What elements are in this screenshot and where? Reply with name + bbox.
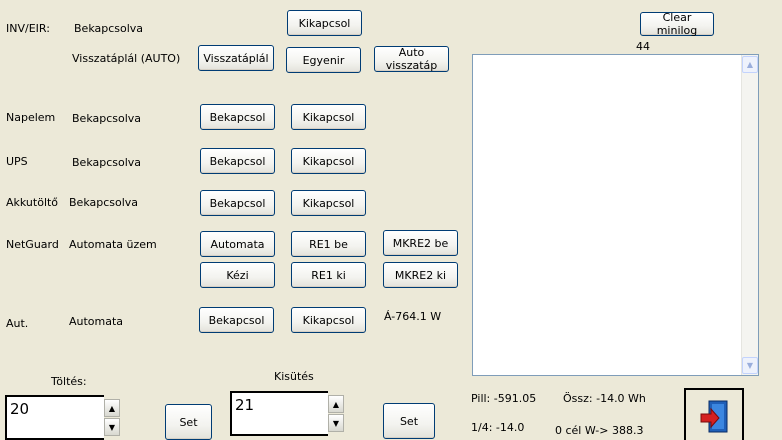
ups-on-button[interactable]: Bekapcsol bbox=[200, 148, 275, 174]
spin-down-icon[interactable]: ▼ bbox=[328, 414, 344, 432]
spin-up-icon[interactable]: ▲ bbox=[104, 399, 120, 417]
scroll-down-icon[interactable]: ▼ bbox=[742, 357, 758, 374]
napelem-label: Napelem bbox=[6, 111, 56, 124]
stat-pill: Pill: -591.05 bbox=[471, 392, 537, 405]
inv-sub-status: Visszatáplál (AUTO) bbox=[72, 52, 181, 65]
discharge-stepper[interactable]: ▲ ▼ bbox=[328, 391, 344, 436]
minilog-list[interactable]: ▲ ▼ bbox=[472, 54, 759, 376]
re1-off-button[interactable]: RE1 ki bbox=[291, 262, 366, 288]
inv-off-button[interactable]: Kikapcsol bbox=[287, 10, 362, 36]
inv-status: Bekapcsolva bbox=[74, 22, 144, 35]
netguard-manual-button[interactable]: Kézi bbox=[200, 262, 275, 288]
napelem-off-button[interactable]: Kikapcsol bbox=[291, 104, 366, 130]
discharge-input[interactable]: 21 bbox=[230, 391, 328, 436]
charge-input[interactable]: 20 bbox=[5, 395, 104, 440]
akku-on-button[interactable]: Bekapcsol bbox=[200, 190, 275, 216]
exit-door-icon bbox=[700, 400, 728, 433]
discharge-value: 21 bbox=[235, 396, 255, 414]
stat-quarter: 1/4: -14.0 bbox=[471, 421, 525, 434]
aut-off-button[interactable]: Kikapcsol bbox=[291, 307, 366, 333]
spin-up-icon[interactable]: ▲ bbox=[328, 395, 344, 413]
aut-status: Automata bbox=[69, 315, 124, 328]
akku-status: Bekapcsolva bbox=[69, 196, 139, 209]
akku-off-button[interactable]: Kikapcsol bbox=[291, 190, 366, 216]
inv-feed-button[interactable]: Visszatáplál bbox=[198, 45, 274, 71]
netguard-auto-button[interactable]: Automata bbox=[200, 231, 275, 257]
minilog-count: 44 bbox=[636, 40, 650, 53]
inv-auto-feed-button[interactable]: Auto visszatáp bbox=[374, 46, 449, 72]
clear-minilog-button[interactable]: Clear minilog bbox=[640, 11, 714, 37]
aut-label: Aut. bbox=[6, 317, 29, 330]
ups-label: UPS bbox=[6, 155, 28, 168]
aut-reading: Á-764.1 W bbox=[384, 310, 442, 323]
scroll-up-icon[interactable]: ▲ bbox=[742, 56, 758, 73]
aut-on-button[interactable]: Bekapcsol bbox=[199, 307, 274, 333]
charge-label: Töltés: bbox=[51, 375, 87, 388]
napelem-status: Bekapcsolva bbox=[72, 112, 142, 125]
discharge-set-button[interactable]: Set bbox=[383, 403, 435, 439]
discharge-label: Kisütés bbox=[274, 370, 314, 383]
inv-label: INV/EIR: bbox=[6, 22, 50, 35]
charge-value: 20 bbox=[10, 400, 30, 418]
ups-status: Bekapcsolva bbox=[72, 156, 142, 169]
spin-down-icon[interactable]: ▼ bbox=[104, 418, 120, 436]
netguard-label: NetGuard bbox=[6, 238, 59, 251]
re1-on-button[interactable]: RE1 be bbox=[291, 231, 366, 257]
charge-stepper[interactable]: ▲ ▼ bbox=[104, 395, 120, 440]
stat-ossz: Össz: -14.0 Wh bbox=[563, 392, 646, 405]
netguard-status: Automata üzem bbox=[69, 238, 157, 251]
napelem-on-button[interactable]: Bekapcsol bbox=[200, 104, 275, 130]
exit-button[interactable] bbox=[684, 388, 744, 440]
mkre2-off-button[interactable]: MKRE2 ki bbox=[383, 262, 458, 288]
minilog-scrollbar[interactable]: ▲ ▼ bbox=[741, 55, 758, 375]
inv-direct-button[interactable]: Egyenir bbox=[286, 47, 361, 73]
mkre2-on-button[interactable]: MKRE2 be bbox=[383, 230, 458, 256]
ups-off-button[interactable]: Kikapcsol bbox=[291, 148, 366, 174]
akku-label: Akkutöltő bbox=[6, 196, 59, 209]
charge-set-button[interactable]: Set bbox=[165, 404, 212, 440]
stat-target: 0 cél W-> 388.3 bbox=[555, 424, 644, 437]
